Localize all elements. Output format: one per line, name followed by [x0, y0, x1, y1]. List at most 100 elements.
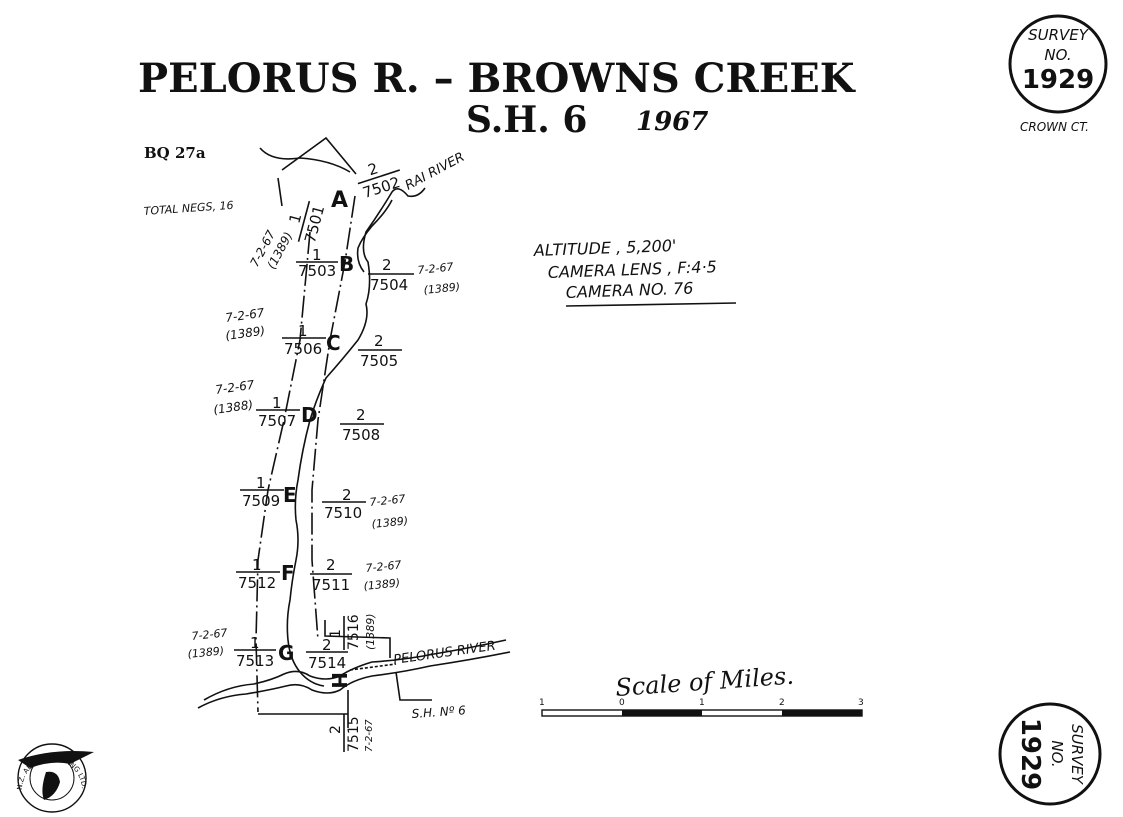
map-year: 1967: [636, 107, 708, 137]
photo-b-right-bottom: 7504: [370, 276, 408, 294]
run-letter-h: H: [327, 672, 351, 689]
photo-h2-bottom: 7515: [346, 716, 362, 752]
photo-g-right-top: 2: [322, 636, 332, 654]
camera-number-label: CAMERA NO. 76: [565, 279, 693, 302]
photo-d-left-top: 1: [272, 394, 282, 412]
date-b: 7-2-67: [417, 260, 454, 277]
photo-e-right-bottom: 7510: [324, 504, 362, 522]
photo-a-bottom: 7502: [360, 173, 402, 202]
total-negatives: TOTAL NEGS, 16: [143, 199, 234, 218]
run-letter-b: B: [339, 252, 354, 276]
logo-wing-icon: [18, 751, 94, 768]
photo-f-left-bottom: 7512: [238, 574, 276, 592]
photo-a-left-bottom: 7501: [301, 203, 328, 245]
scale-title: Scale of Miles.: [614, 662, 794, 702]
film-e: (1389): [371, 514, 409, 531]
map-subtitle-highway: S.H. 6: [466, 99, 587, 141]
photo-f-right-bottom: 7511: [312, 576, 350, 594]
photo-d-right-bottom: 7508: [342, 426, 380, 444]
flight-bracket-left: [277, 177, 283, 207]
date-d: 7-2-67: [214, 378, 255, 397]
film-f: (1389): [363, 576, 401, 593]
sh6-leader: [395, 671, 432, 701]
photo-h-bracket: [324, 620, 391, 658]
flight-line-left: [255, 231, 311, 713]
date-g: 7-2-67: [191, 626, 228, 643]
photo-c-left-top: 1: [298, 322, 308, 340]
scale-segment-1: [622, 710, 702, 716]
run-letter-a: A: [331, 188, 348, 213]
stamp-top-line1: SURVEY: [1028, 26, 1090, 44]
state-highway-label: S.H. Nº 6: [411, 703, 466, 721]
film-c: (1389): [224, 324, 265, 343]
photo-c-right-bottom: 7505: [360, 352, 398, 370]
state-highway-segment: [349, 663, 397, 671]
survey-stamp-top: SURVEY NO. 1929: [1008, 14, 1108, 114]
rivers: [197, 147, 511, 709]
stamp-bottom-line1: SURVEY: [1068, 724, 1086, 786]
map-reference: BQ 27a: [144, 144, 206, 162]
photo-b-left-bottom: 7503: [298, 262, 336, 280]
photo-numbers: 2 7502 1 7501 7-2-67 (1389) 1 7503 2 750…: [187, 159, 461, 752]
map-title: PELORUS R. – BROWNS CREEK: [138, 55, 856, 102]
photo-e-left-bottom: 7509: [242, 492, 280, 510]
rai-river: [286, 187, 426, 687]
run-letter-g: G: [278, 641, 294, 665]
photo-d-left-bottom: 7507: [258, 412, 296, 430]
scale-tick-1: 1: [699, 698, 705, 708]
photo-h-top: 1: [328, 629, 344, 638]
altitude-label: ALTITUDE , 5,200': [532, 236, 676, 260]
run-letter-e: E: [283, 483, 297, 507]
camera-underline: [565, 302, 737, 307]
crown-label: CROWN CT.: [1020, 120, 1089, 134]
photo-h-bottom: 7516: [346, 614, 362, 650]
scale-tick-minus1: 1: [539, 698, 545, 708]
flight-bracket-top: [281, 136, 357, 175]
photo-b-left-top: 1: [312, 246, 322, 264]
film-d: (1388): [212, 398, 253, 417]
date-e: 7-2-67: [369, 492, 406, 509]
date-c: 7-2-67: [224, 306, 265, 325]
photo-a-left-top: 1: [286, 211, 306, 225]
film-h: (1389): [364, 613, 377, 650]
stamp-bottom-number: 1929: [1015, 718, 1045, 790]
photo-g-left-top: 1: [250, 634, 260, 652]
photo-f-left-top: 1: [252, 556, 262, 574]
photo-f-right-top: 2: [326, 556, 336, 574]
scale-tick-0: 0: [619, 698, 625, 708]
scale-tick-3: 3: [858, 698, 864, 708]
top-stream: [259, 147, 351, 173]
photo-c-right-top: 2: [374, 332, 384, 350]
logo-nz-map-icon: [42, 771, 60, 800]
rai-river-label: RAI RIVER: [403, 150, 467, 194]
photo-g-left-bottom: 7513: [236, 652, 274, 670]
pelorus-river-south-bank: [197, 651, 511, 709]
run-letter-d: D: [301, 403, 318, 427]
rai-river-bank: [356, 199, 393, 273]
survey-stamp-bottom: SURVEY NO. 1929: [998, 702, 1102, 806]
scale-segment-3: [782, 710, 862, 716]
photo-e-right-top: 2: [342, 486, 352, 504]
pelorus-river-north-bank: [203, 639, 507, 701]
photo-h2-top: 2: [328, 725, 344, 734]
scale-bar: Scale of Miles. 1 0 1 2 3: [539, 662, 864, 717]
film-g: (1389): [187, 644, 225, 661]
date-f: 7-2-67: [365, 558, 402, 575]
aerial-mapping-logo: N.Z. AERIAL MAPPING LTD.: [16, 743, 94, 813]
photo-g-right-bottom: 7514: [308, 654, 346, 672]
photo-c-left-bottom: 7506: [284, 340, 322, 358]
stamp-top-number: 1929: [1022, 65, 1094, 95]
run-letter-c: C: [326, 331, 341, 355]
film-b: (1389): [423, 280, 461, 297]
flight-line-right: [311, 195, 356, 641]
stamp-bottom-line2: NO.: [1048, 740, 1066, 767]
scale-tick-2: 2: [779, 698, 785, 708]
photo-e-left-top: 1: [256, 474, 266, 492]
date-h2: 7-2-67: [364, 719, 375, 752]
run-letters: A B C D E F G H: [278, 188, 354, 689]
photo-b-right-top: 2: [382, 256, 392, 274]
stamp-top-line2: NO.: [1044, 46, 1071, 64]
photo-d-right-top: 2: [356, 406, 366, 424]
run-letter-f: F: [281, 561, 295, 585]
